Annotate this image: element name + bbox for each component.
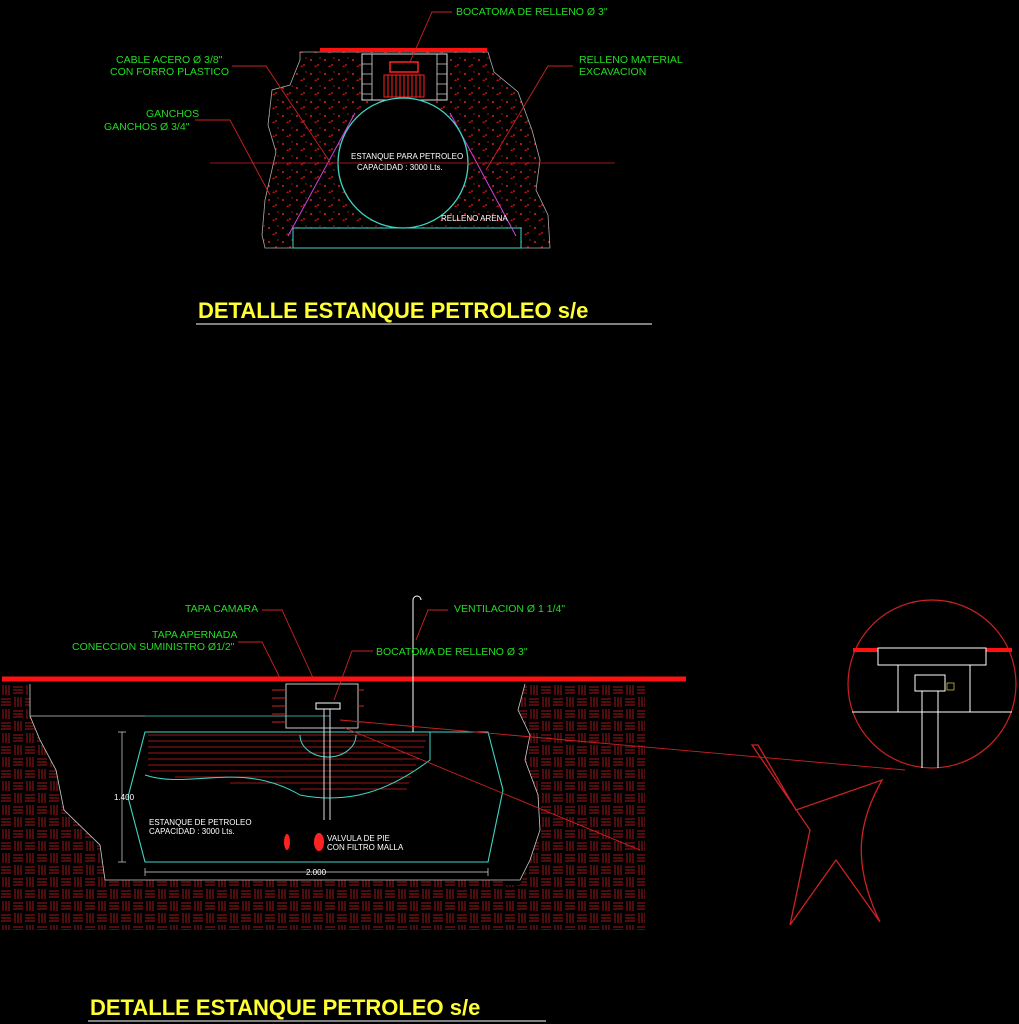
top-detail: BOCATOMA DE RELLENO Ø 3" CABLE ACERO Ø 3…: [104, 6, 683, 325]
bottom-detail: 1.400 2.000 TAPA CAMARA: [0, 595, 1017, 1022]
top-label-arena: RELLENO ARENA: [441, 214, 508, 223]
top-label-tank-1: ESTANQUE PARA PETROLEO: [351, 152, 463, 161]
bottom-label-tank-1: ESTANQUE DE PETROLEO: [149, 818, 252, 827]
top-label-bocatoma: BOCATOMA DE RELLENO Ø 3": [456, 6, 608, 18]
top-label-tank-2: CAPACIDAD : 3000 Lts.: [357, 163, 443, 172]
bottom-label-tank-2: CAPACIDAD : 3000 Lts.: [149, 827, 235, 836]
bottom-label-valvula-1: VALVULA DE PIE: [327, 834, 390, 843]
detail-arrow: [750, 744, 884, 926]
bottom-chamber: [272, 683, 364, 729]
top-label-cable-1: CABLE ACERO Ø 3/8": [116, 54, 223, 66]
bottom-excavation-outline: [29, 683, 541, 881]
bottom-soil-left: [0, 684, 645, 930]
top-label-relleno-2: EXCAVACION: [579, 66, 646, 78]
bottom-fluid-surface: [144, 732, 431, 799]
top-label-ganchos-2: GANCHOS Ø 3/4": [104, 121, 190, 133]
bottom-fill-dome: [299, 734, 357, 758]
top-cable-left: [287, 112, 356, 237]
bottom-title: DETALLE ESTANQUE PETROLEO s/e: [90, 995, 480, 1020]
top-title: DETALLE ESTANQUE PETROLEO s/e: [198, 298, 588, 323]
top-label-relleno-1: RELLENO MATERIAL: [579, 54, 683, 66]
bottom-soil-right: [518, 684, 645, 885]
foot-valve: [284, 833, 324, 851]
bottom-label-bocatoma: BOCATOMA DE RELLENO Ø 3": [376, 646, 528, 658]
bottom-dimensions: [118, 731, 489, 876]
top-sand-bed: [292, 227, 522, 249]
top-label-ganchos-1: GANCHOS: [146, 108, 199, 120]
bottom-label-ventilacion: VENTILACION Ø 1 1/4": [454, 603, 565, 615]
bottom-label-tapa-camara: TAPA CAMARA: [185, 603, 258, 615]
bottom-label-tapa-apernada: TAPA APERNADA: [152, 629, 237, 641]
bottom-label-valvula-2: CON FILTRO MALLA: [327, 843, 404, 852]
bottom-label-conexion: CONECCION SUMINISTRO Ø1/2": [72, 641, 235, 653]
top-label-cable-2: CON FORRO PLASTICO: [110, 66, 229, 78]
detail-magnifier: [847, 599, 1017, 769]
bottom-leaders: [238, 609, 906, 851]
top-leaders: [195, 11, 573, 196]
top-manhole: [361, 53, 448, 101]
dim-width: 2.000: [306, 868, 327, 877]
dim-height: 1.400: [114, 793, 135, 802]
bottom-fluid-hatch: [148, 734, 428, 790]
